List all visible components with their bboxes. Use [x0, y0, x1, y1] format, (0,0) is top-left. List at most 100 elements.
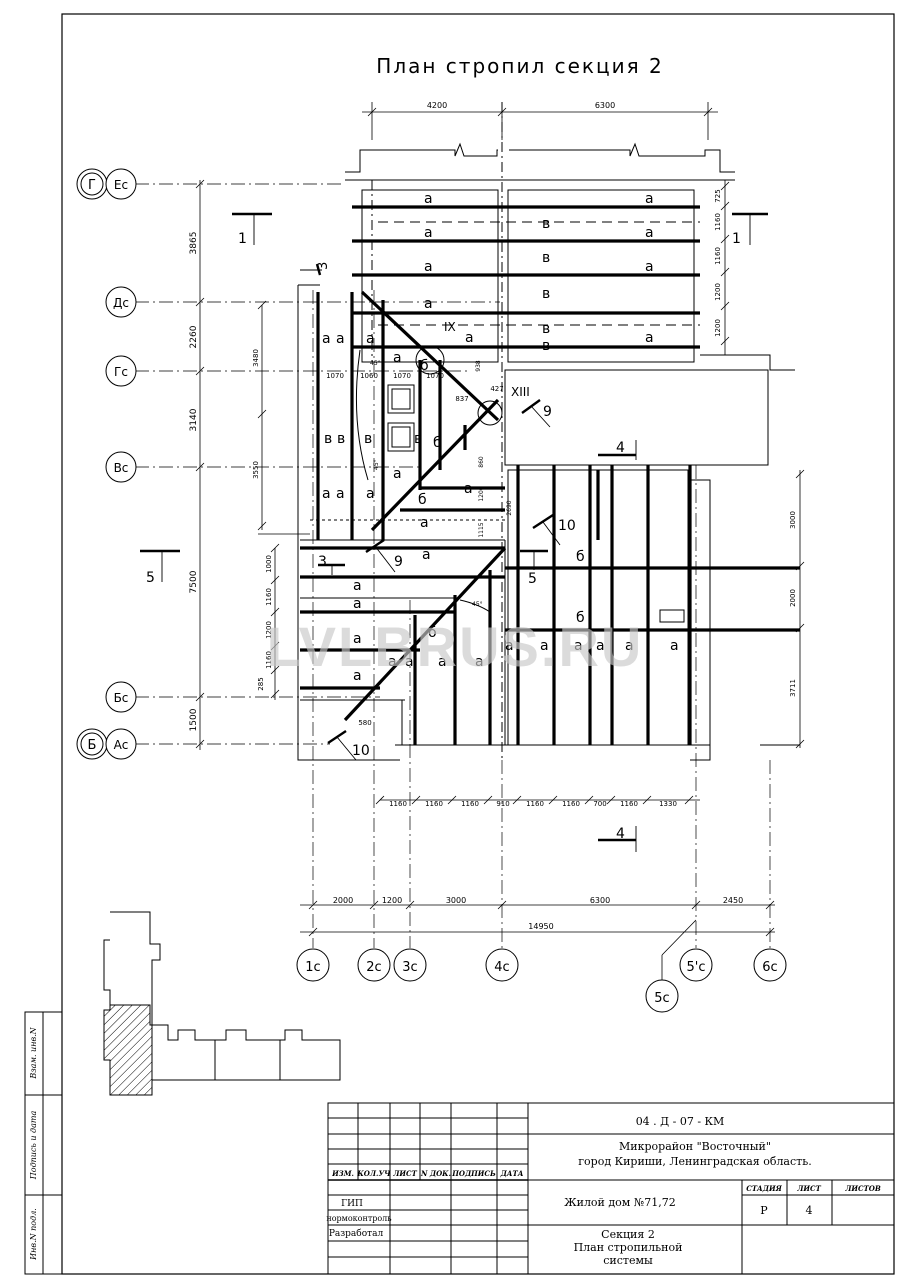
mark-a: а: [336, 331, 345, 347]
mark-a: а: [393, 350, 402, 366]
angle-1: 45°: [370, 360, 381, 367]
mark-a: а: [625, 638, 634, 654]
mark-a: а: [388, 654, 397, 670]
stamp-role-developed: Разработал: [329, 1228, 384, 1239]
mark-b: б: [428, 625, 437, 641]
mark-a: а: [670, 638, 679, 654]
mark-a: а: [424, 259, 433, 275]
mark-a: а: [574, 638, 583, 654]
mark-a: а: [596, 638, 605, 654]
stamp-project-1: Микрорайон "Восточный": [619, 1140, 771, 1153]
key-plan-hatch: [103, 1004, 153, 1096]
mark-b: б: [433, 435, 442, 451]
mark-a: а: [353, 596, 362, 612]
watermark: LVLBRUS.RU: [267, 615, 644, 678]
rafters: [300, 205, 800, 745]
side-label-signature: Подпись и дата: [29, 1111, 38, 1181]
axis-bubbles: [76, 168, 787, 1013]
mark-a: а: [322, 331, 331, 347]
dim-misc-427: 427: [490, 385, 503, 393]
mark-a: а: [645, 225, 654, 241]
bottom-dimensions: [300, 795, 775, 985]
section-4-bottom: 4: [616, 826, 625, 842]
top-dimensions: [362, 102, 718, 140]
stamp-stage-value: Р: [760, 1204, 768, 1217]
dim-bottom-3: 1160: [461, 800, 479, 808]
stamp-col-list: ЛИСТ: [392, 1169, 417, 1178]
stamp-sheets-label: ЛИСТОВ: [844, 1184, 881, 1193]
mark-b: б: [418, 492, 427, 508]
drawing-title: План стропил секция 2: [376, 54, 663, 78]
mark-a: а: [424, 296, 433, 312]
stamp-col-izm: ИЗМ.: [331, 1169, 354, 1178]
axis-label-2s: 2с: [366, 960, 381, 975]
mark-b: б: [576, 549, 585, 565]
axis-label-Gouter: Г: [88, 178, 96, 193]
stamp-sheet-title-2: План стропильной: [574, 1241, 683, 1254]
mark-v: в: [542, 321, 550, 337]
dim-left-small-4: 1160: [265, 651, 273, 669]
mark-a: а: [322, 486, 331, 502]
mark-v: в: [337, 431, 345, 447]
dim-bottom-5: 1160: [526, 800, 544, 808]
dim-left-small-1: 1000: [265, 555, 273, 573]
mark-a: а: [424, 191, 433, 207]
mark-a: а: [465, 330, 474, 346]
dim-right-5: 1200: [714, 319, 722, 337]
dim-inner-1: 1070: [326, 372, 344, 380]
axis-label-Es: Ес: [114, 178, 128, 192]
stamp-col-date: ДАТА: [500, 1169, 524, 1178]
mark-a: а: [336, 486, 345, 502]
dim-top-2: 6300: [595, 101, 615, 110]
mark-a: а: [353, 578, 362, 594]
mark-a: а: [366, 486, 375, 502]
mark-a: а: [645, 259, 654, 275]
section-3-top: 3: [316, 262, 331, 270]
side-label-replace: Взам. инв.N: [29, 1026, 38, 1079]
dim-left-4: 7500: [189, 570, 199, 593]
dim-misc-938: 938: [475, 360, 482, 372]
mark-a: а: [475, 654, 484, 670]
dim-bottom2-5: 2450: [723, 896, 743, 905]
dim-bottom-8: 1160: [620, 800, 638, 808]
grid-axes-vertical: [312, 290, 771, 948]
dim-right-2: 1160: [714, 213, 722, 231]
stamp-col-sign: ПОДПИСЬ: [451, 1169, 496, 1178]
dim-bottom-6: 1160: [562, 800, 580, 808]
stamp-project-2: город Кириши, Ленинградская область.: [578, 1155, 811, 1168]
dim-total: 14950: [528, 922, 553, 931]
dim-left-1: 3865: [189, 232, 199, 255]
angle-2: 45°: [472, 601, 483, 608]
mark-b: б: [576, 610, 585, 626]
axis-label-As: Ас: [114, 738, 129, 752]
stamp-building: Жилой дом №71,72: [564, 1196, 675, 1209]
section-4-top: 4: [616, 440, 625, 456]
stamp-col-doc: N ДОК.: [420, 1169, 451, 1178]
node-XIII: XIII: [511, 385, 530, 399]
dim-left-5: 1500: [189, 708, 199, 731]
stamp-sheet-label: ЛИСТ: [796, 1184, 821, 1193]
mark-a: а: [645, 191, 654, 207]
stamp-code: 04 . Д - 07 - КМ: [636, 1115, 725, 1128]
mark-a: а: [393, 466, 402, 482]
section-3-mid: 3: [318, 554, 327, 570]
axis-label-5s: 5с: [654, 991, 669, 1006]
dim-bottom-4: 910: [496, 800, 509, 808]
secondary-lines: [300, 221, 700, 745]
mark-a: а: [422, 547, 431, 563]
dim-bottom2-2: 1200: [382, 896, 402, 905]
axis-label-Gs: Гс: [114, 365, 128, 379]
mark-a: а: [645, 330, 654, 346]
dim-bottom2-1: 2000: [333, 896, 353, 905]
mark-v: в: [324, 431, 332, 447]
dim-left-inner-1: 3480: [252, 349, 260, 367]
mark-v: в: [542, 216, 550, 232]
dim-misc-2690: 2690: [506, 500, 513, 515]
dim-misc-837: 837: [455, 395, 468, 403]
dim-left-3: 3140: [189, 408, 199, 431]
dim-left-inner-2: 3550: [252, 461, 260, 479]
mark-v: в: [414, 431, 422, 447]
stamp-sheet-title-3: системы: [603, 1254, 653, 1267]
dim-inner-3: 1070: [393, 372, 411, 380]
